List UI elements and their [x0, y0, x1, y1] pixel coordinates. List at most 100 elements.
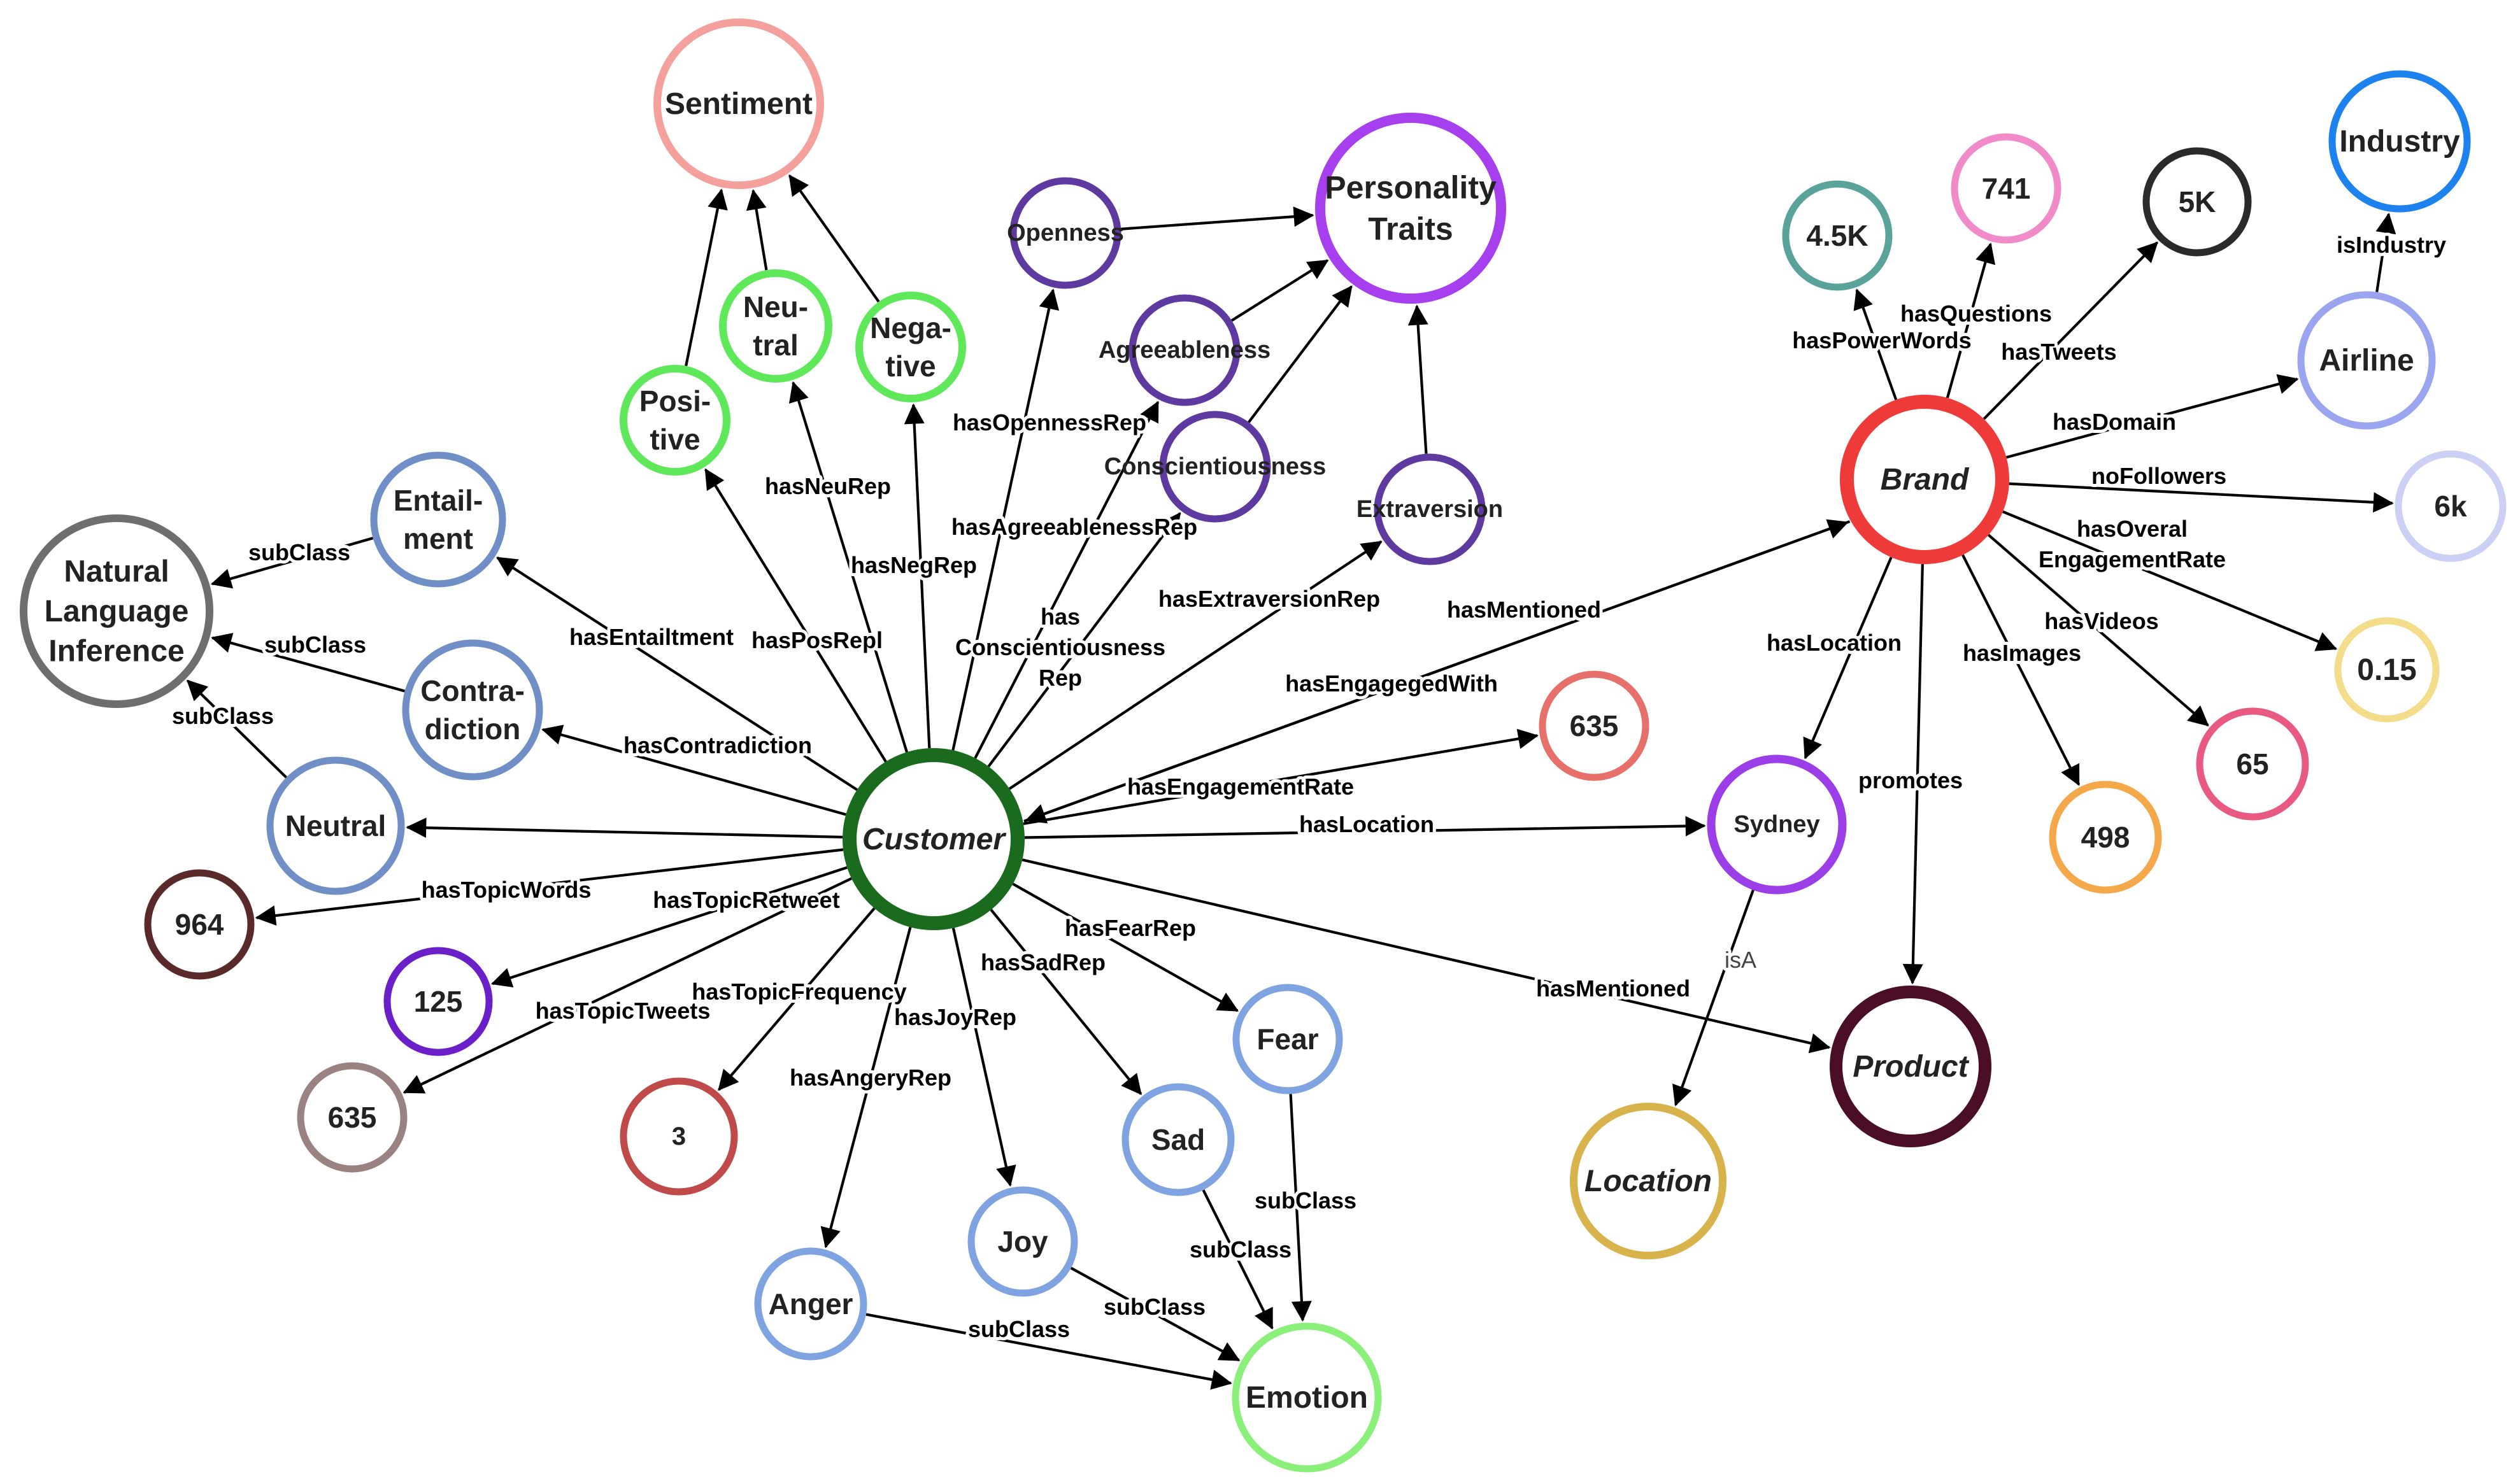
node-customer: Customer [843, 748, 1025, 930]
node-circle-neutral_s [719, 269, 832, 383]
edge-label-brand-to-n4_5k: hasPowerWords [1792, 327, 1971, 353]
edge-label-customer-to-openness: hasOpennessRep [953, 409, 1146, 435]
node-label-n4_5k: 4.5K [1806, 219, 1868, 252]
edge-label-customer-to-fear: hasFearRep [1065, 915, 1196, 941]
edge-label-customer-to-n964: hasTopicWords [422, 877, 592, 903]
node-circle-n635b [1539, 670, 1649, 781]
edge-customer-to-fear [1012, 882, 1239, 1012]
node-sydney: Sydney [1707, 754, 1847, 895]
edge-neutral_n-to-nli [186, 679, 287, 779]
node-circle-openness [1009, 177, 1121, 289]
node-circle-n741 [1951, 133, 2061, 244]
node-label-extraversion: Extraversion [1356, 496, 1503, 523]
node-label-conscientiousness: Conscientiousness [1104, 453, 1326, 480]
node-contradiction: Contra-diction [402, 639, 543, 781]
edge-joy-to-emotion [1070, 1266, 1241, 1362]
node-circle-industry [2328, 70, 2471, 213]
edge-label-customer-to-neutral_s: hasNeuRep [765, 473, 891, 499]
node-product: Product [1830, 986, 1991, 1147]
edge-label-entailment-to-nli: subClass [248, 539, 350, 565]
node-circle-n65 [2196, 707, 2309, 821]
node-sad: Sad [1121, 1083, 1235, 1196]
edge-brand-to-n65 [1988, 534, 2209, 726]
node-sentiment: Sentiment [653, 18, 824, 189]
node-circle-fear [1232, 984, 1343, 1094]
node-circle-n635a [297, 1062, 408, 1173]
node-circle-n125 [383, 947, 493, 1056]
node-n5k: 5K [2142, 147, 2252, 257]
node-n498: 498 [2049, 781, 2162, 894]
node-label-sentiment: Sentiment [665, 87, 813, 121]
edge-neutral_s-to-sentiment [746, 188, 768, 271]
node-label-emotion: Emotion [1246, 1381, 1368, 1415]
node-label-sydney: Sydney [1733, 811, 1819, 838]
edge-customer-to-n964 [255, 848, 844, 926]
edge-customer-to-agreeableness [974, 400, 1160, 759]
node-label-n635b: 635 [1570, 709, 1619, 742]
edge-customer-to-n635a [402, 877, 852, 1094]
edge-label-brand-to-n741: hasQuestions [1900, 301, 2052, 327]
edge-label-customer-to-joy: hasJoyRep [894, 1004, 1016, 1030]
node-circle-joy [967, 1186, 1078, 1297]
node-label-n6k: 6k [2434, 490, 2467, 523]
node-n0_15: 0.15 [2334, 617, 2440, 723]
edge-customer-to-sydney [1024, 816, 1706, 839]
node-circle-conscientiousness [1159, 411, 1271, 523]
edge-entailment-to-nli [210, 537, 374, 589]
edge-brand-to-n6k [2009, 482, 2394, 513]
node-circle-nli [20, 514, 213, 708]
node-circle-contradiction [402, 639, 543, 781]
node-circle-personality [1315, 113, 1506, 304]
node-label-airline: Airline [2319, 344, 2414, 378]
node-label-customer: Customer [862, 823, 1006, 856]
node-n125: 125 [383, 947, 493, 1056]
node-label-neutral_s: Neu-tral [743, 290, 808, 362]
edge-label-brand-to-n5k: hasTweets [2001, 339, 2116, 365]
node-fear: Fear [1232, 984, 1343, 1094]
node-agreeableness: Agreeableness [1099, 294, 1271, 406]
node-circle-sad [1121, 1083, 1235, 1196]
node-circle-anger [754, 1247, 867, 1361]
edge-extraversion-to-personality [1407, 304, 1428, 454]
node-n6k: 6k [2395, 450, 2507, 562]
edge-label-customer-to-anger: hasAngeryRep [790, 1065, 951, 1091]
edge-anger-to-emotion [865, 1313, 1232, 1390]
edge-label-anger-to-emotion: subClass [968, 1316, 1070, 1342]
node-negative: Nega-tive [855, 292, 966, 402]
node-conscientiousness: Conscientiousness [1104, 411, 1326, 523]
node-circle-customer [843, 748, 1025, 930]
node-label-agreeableness: Agreeableness [1099, 337, 1271, 364]
node-circle-extraversion [1374, 453, 1486, 565]
edge-label-customer-to-contradiction: hasContradiction [623, 732, 812, 758]
node-airline: Airline [2297, 291, 2436, 430]
edge-label-neutral_n-to-nli: subClass [172, 703, 274, 729]
node-circle-sentiment [653, 18, 824, 189]
edge-label-brand-to-airline: hasDomain [2053, 409, 2176, 435]
node-label-product: Product [1853, 1050, 1969, 1084]
node-label-n125: 125 [414, 985, 463, 1018]
edge-label-joy-to-emotion: subClass [1104, 1294, 1206, 1320]
edge-contradiction-to-nli [211, 633, 406, 693]
node-label-n498: 498 [2081, 821, 2130, 854]
node-neutral_s: Neu-tral [719, 269, 832, 383]
node-label-entailment: Entail-ment [394, 484, 483, 555]
node-circle-n964 [144, 869, 255, 980]
edge-label-customer-to-n635b: hasEngagementRate [1127, 774, 1354, 800]
edge-label-customer-to-sydney: hasLocation [1299, 811, 1434, 837]
node-label-positive: Posi-tive [639, 385, 711, 456]
edge-label-fear-to-emotion: subClass [1255, 1187, 1356, 1214]
edge-customer-to-n125 [490, 866, 848, 987]
node-n635b: 635 [1539, 670, 1649, 781]
edge-customer-to-product [1022, 858, 1831, 1054]
edge-brand-to-n498 [1961, 554, 2081, 786]
node-label-industry: Industry [2339, 125, 2460, 159]
node-label-fear: Fear [1256, 1023, 1318, 1056]
node-circle-n4_5k [1782, 180, 1893, 291]
edge-customer-to-positive [704, 468, 887, 763]
node-n635a: 635 [297, 1062, 408, 1173]
edge-label-customer-to-product: hasMentioned [1536, 975, 1690, 1001]
